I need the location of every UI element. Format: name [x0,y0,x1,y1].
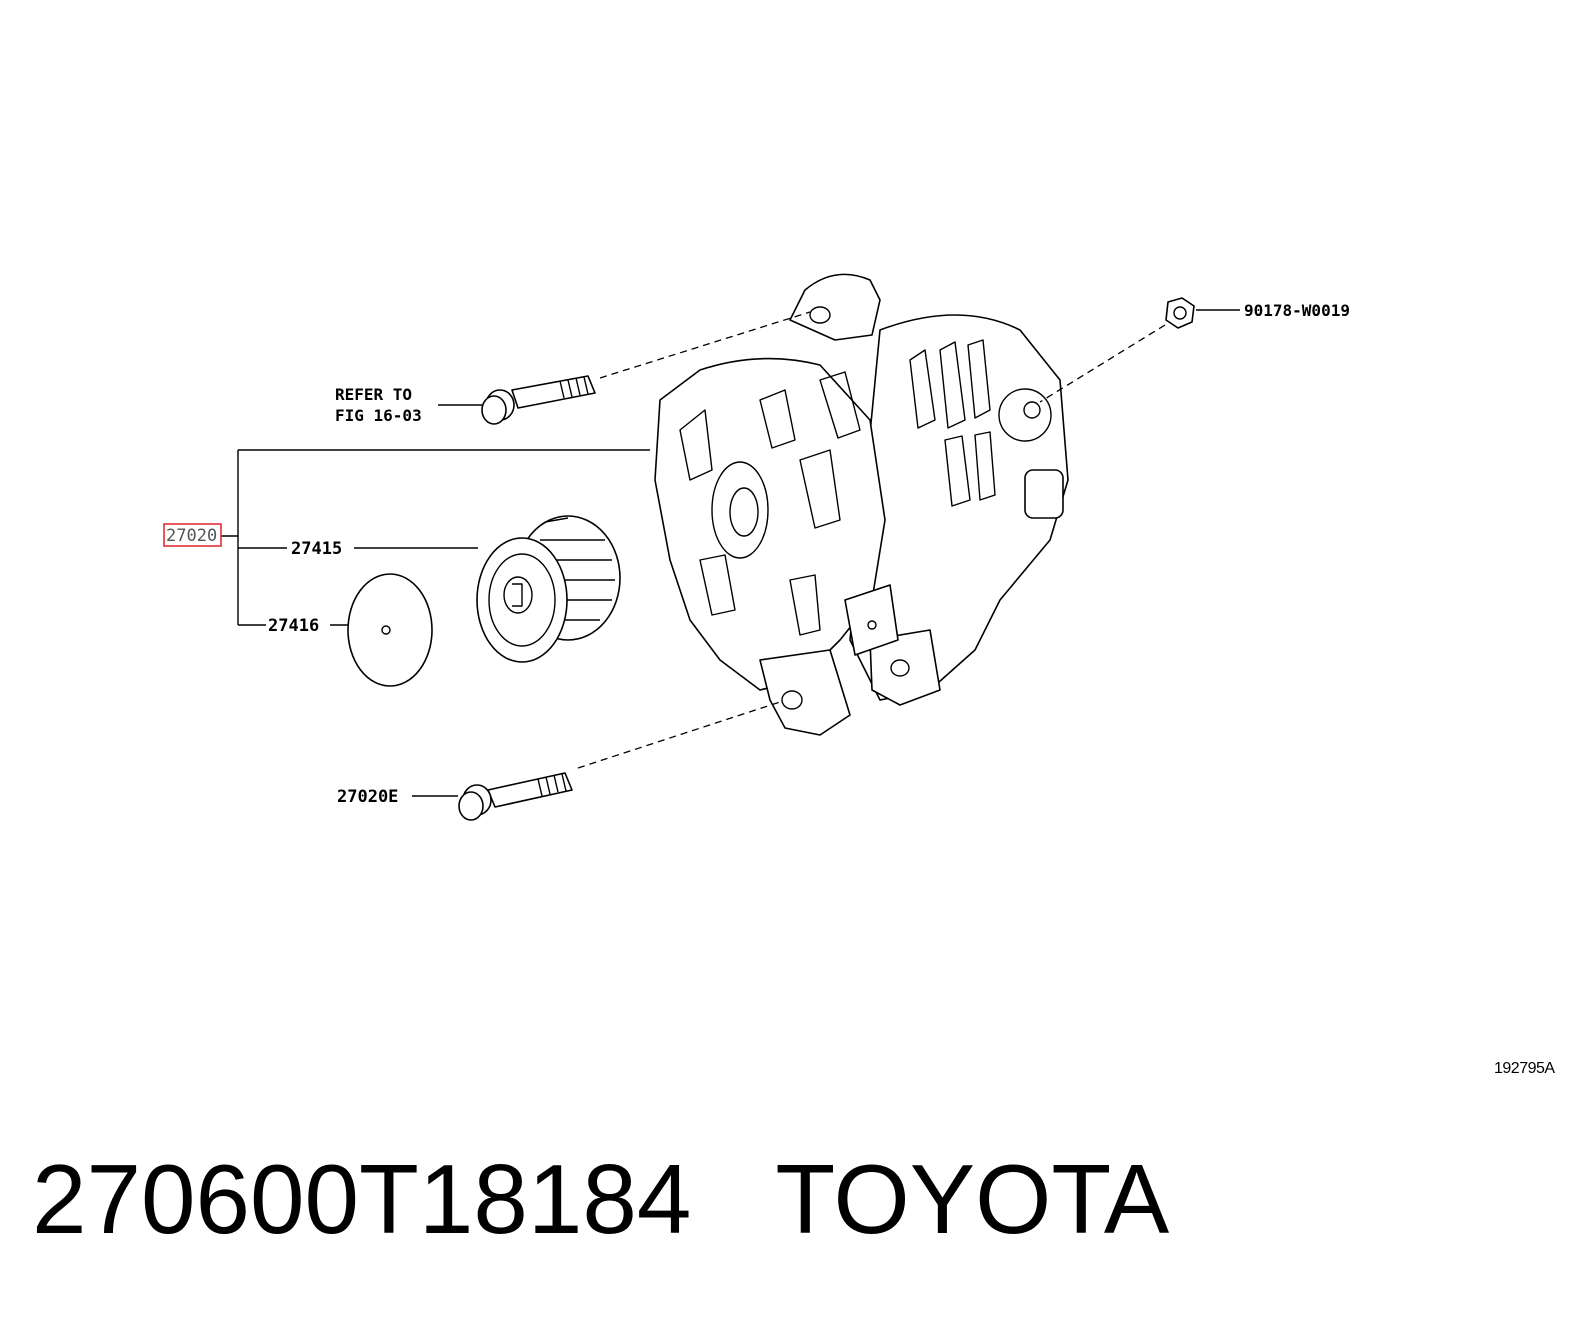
callout-lower-bolt[interactable]: 27020E [337,787,398,807]
brand-name: TOYOTA [775,1144,1170,1254]
nut-icon[interactable] [1165,297,1195,329]
pulley-cap-icon[interactable] [347,573,433,687]
callout-pulley-cap[interactable]: 27416 [268,616,319,636]
part-number: 270600T18184 [32,1144,692,1254]
alternator-icon[interactable] [654,273,1069,736]
highlight-box [163,523,222,547]
callout-main-assembly[interactable]: 27020 [166,526,217,546]
bolt-icon[interactable] [458,772,573,821]
callout-pulley[interactable]: 27415 [291,539,342,559]
leader-lines [221,309,1240,797]
pulley-icon[interactable] [476,515,621,663]
callout-refer-line1[interactable]: REFER TO [335,385,412,404]
illustration-code: 192795A [1494,1060,1555,1077]
callout-refer-line2[interactable]: FIG 16-03 [335,406,422,425]
bolt-icon[interactable] [481,375,596,425]
callout-nut[interactable]: 90178-W0019 [1244,301,1350,320]
